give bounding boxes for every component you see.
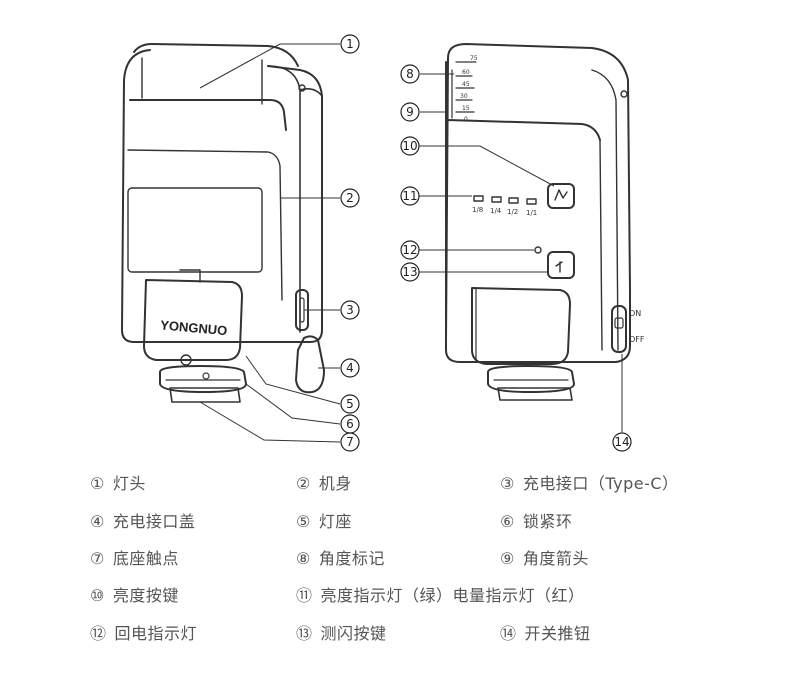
angle-mark-0: 0 [464, 116, 468, 123]
back-flash-head [447, 43, 631, 291]
callout-2: 2 [340, 188, 360, 208]
front-view: YONGNUO [121, 43, 325, 403]
back-view [445, 43, 631, 401]
front-flash-head [133, 43, 299, 67]
callout-10: 10 [400, 136, 420, 156]
level-label-3: 1/2 [507, 208, 518, 216]
callout-5: 5 [340, 394, 360, 414]
callout-12: 12 [400, 240, 420, 260]
back-base-plate [497, 387, 573, 401]
callout-7: 7 [340, 432, 360, 452]
angle-mark-45: 45 [462, 81, 470, 88]
ready-indicator [534, 246, 542, 254]
callout-number: 13 [402, 265, 417, 279]
level-light-1 [473, 195, 484, 202]
front-base-plate [169, 387, 241, 403]
callout-9: 9 [400, 102, 420, 122]
flash-diagram: YONGNUO [121, 34, 645, 452]
back-lock-ring [487, 365, 575, 393]
power-switch [611, 305, 627, 353]
callout-6: 6 [340, 414, 360, 434]
angle-mark-15: 15 [462, 105, 470, 112]
callout-number: 9 [406, 105, 414, 119]
callout-11: 11 [400, 186, 420, 206]
front-window [127, 187, 263, 273]
callout-3: 3 [340, 300, 360, 320]
callout-13: 13 [400, 262, 420, 282]
callout-number: 8 [406, 67, 414, 81]
back-body-shell [445, 61, 631, 363]
level-light-3 [508, 197, 519, 204]
callout-number: 2 [346, 191, 354, 205]
callout-number: 7 [346, 435, 354, 449]
callout-14: 14 [612, 432, 632, 452]
brand-logo: YONGNUO [160, 317, 228, 338]
angle-mark-75: 75 [470, 55, 478, 62]
callout-number: 6 [346, 417, 354, 431]
callout-8: 8 [400, 64, 420, 84]
switch-on-label: ON [629, 309, 641, 318]
callout-number: 11 [402, 189, 417, 203]
front-side-flank [267, 65, 323, 333]
callout-number: 12 [402, 243, 417, 257]
callout-number: 4 [346, 361, 354, 375]
callout-number: 3 [346, 303, 354, 317]
front-body-shell [121, 49, 323, 343]
brightness-button [547, 183, 575, 209]
switch-off-label: OFF [629, 335, 645, 344]
callout-number: 10 [402, 139, 417, 153]
level-label-2: 1/4 [490, 207, 502, 215]
level-label-4: 1/1 [526, 209, 537, 217]
level-light-2 [491, 196, 502, 203]
port-cover [295, 335, 325, 394]
angle-mark-30: 30 [460, 93, 468, 100]
callout-number: 14 [614, 435, 629, 449]
test-flash-button [547, 251, 575, 279]
callout-4: 4 [340, 358, 360, 378]
level-label-1: 1/8 [472, 206, 483, 214]
back-foot-block [471, 287, 571, 365]
level-light-4 [526, 198, 537, 205]
callout-number: 5 [346, 397, 354, 411]
front-foot-block [143, 279, 243, 361]
angle-mark-60: 60 [462, 69, 470, 76]
callout-1: 1 [340, 34, 360, 54]
callout-number: 1 [346, 37, 354, 51]
